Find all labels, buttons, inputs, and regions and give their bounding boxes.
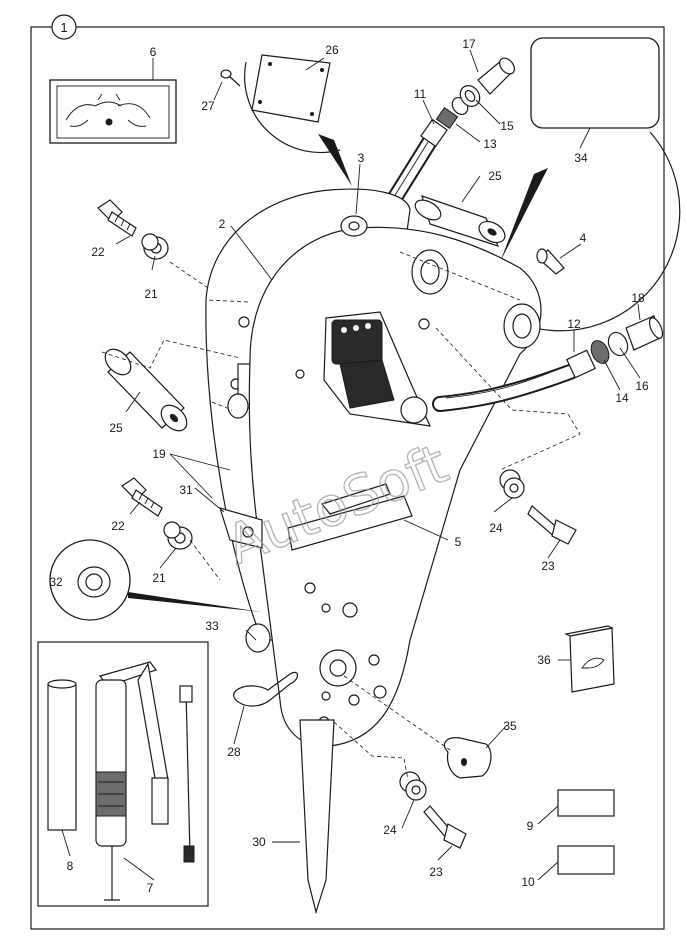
callout-18: 18 [631,291,645,305]
callout-3: 3 [358,151,365,165]
gasket-detail [244,54,352,186]
callout-19: 19 [152,447,166,461]
leader-lines [61,49,641,881]
callout-11: 11 [414,87,427,101]
callout-33: 33 [205,619,219,633]
assembly-line-7 [333,721,409,781]
callout-24b: 24 [383,823,397,837]
callout-21b: 21 [144,287,158,301]
bolt-right-upper [499,469,577,545]
chisel-tool [299,719,335,915]
callout-17: 17 [462,37,476,51]
callout-22a: 22 [91,245,105,259]
callout-2: 2 [219,217,226,231]
callout-5: 5 [455,535,462,549]
callout-25a: 25 [488,169,502,183]
hydraulic-hose-lower [400,315,664,424]
callout-31: 31 [179,483,193,497]
pin-lower [104,348,188,432]
callout-7: 7 [147,881,154,895]
figure-frame [30,26,665,930]
pin-upper [414,195,506,247]
safety-decal [49,79,177,144]
bolt-upper-left [97,199,169,260]
callout-13: 13 [483,137,497,151]
hydraulic-hose-upper [378,57,515,220]
callout-22b: 22 [111,519,125,533]
assembly-line-4 [399,251,521,301]
callout-12: 12 [567,317,581,331]
plug [443,737,492,779]
housing-front-plate [248,226,542,747]
callout-25b: 25 [109,421,123,435]
callout-27: 27 [201,99,215,113]
callout-35: 35 [503,719,517,733]
figure-number: 1 [60,20,67,35]
figure-number-circle [51,14,77,40]
assembly-line-3 [211,401,233,411]
callout-16: 16 [635,379,649,393]
callout-10: 10 [521,875,535,889]
small-screw [220,69,241,87]
callout-23a: 23 [541,559,555,573]
callout-24a: 24 [489,521,503,535]
callout-4: 4 [580,231,587,245]
assembly-line-9 [205,299,249,303]
instruction-decal [469,37,681,332]
callout-30: 30 [252,835,266,849]
spacer-sleeve [340,215,368,237]
retaining-pin [233,671,299,707]
assembly-line-5 [435,327,581,471]
callout-8: 8 [67,859,74,873]
callout-14: 14 [615,391,629,405]
callout-34: 34 [574,151,588,165]
callout-32: 32 [49,575,63,589]
grease-gun-inset [37,641,209,907]
assembly-line-6 [189,539,221,581]
callout-6: 6 [150,45,157,59]
assembly-line-8 [343,675,451,751]
decal-9 [557,789,615,817]
callout-9: 9 [527,819,534,833]
grease-nipple [536,248,565,275]
callout-26: 26 [325,43,339,57]
assembly-line-1 [169,261,209,289]
seal-kit-box [564,625,615,693]
assembly-line-2 [101,339,241,369]
stop-ring [245,623,271,653]
bushing-ring-detail [49,539,262,621]
callout-36: 36 [537,653,551,667]
callout-labels: 2 3 4 5 6 7 8 9 10 11 12 13 14 15 16 17 … [49,37,649,895]
decal-10 [557,845,615,875]
retaining-clip [219,507,263,549]
callout-21a: 21 [152,571,166,585]
callout-28: 28 [227,745,241,759]
bolt-mid-left [121,477,193,550]
bolt-right-lower [399,771,467,849]
callout-23b: 23 [429,865,443,879]
callout-15: 15 [500,119,514,133]
